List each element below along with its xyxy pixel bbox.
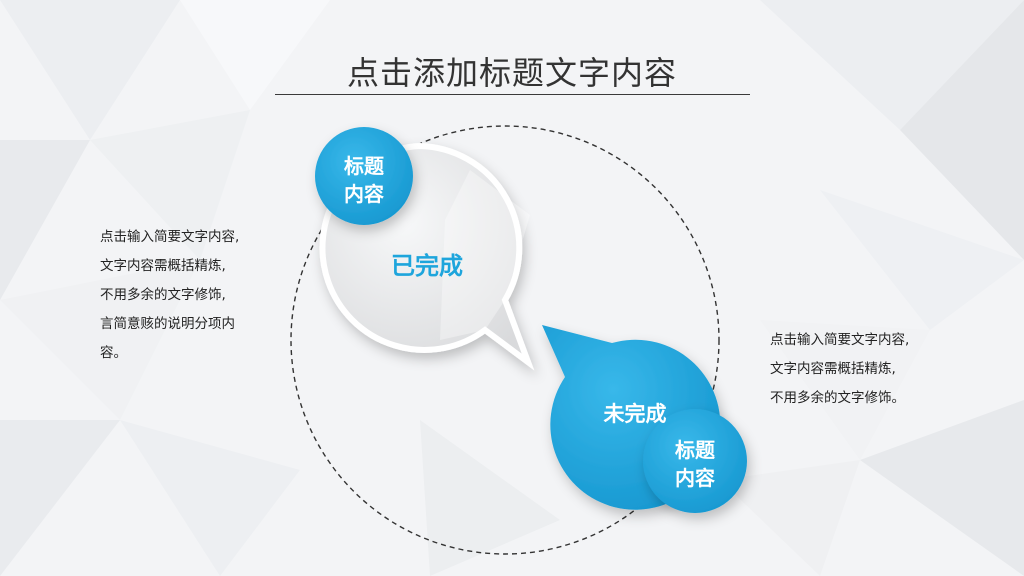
incomplete-label: 未完成 bbox=[603, 402, 667, 426]
right-desc-line: 点击输入简要文字内容, bbox=[770, 332, 910, 348]
right-desc-line: 不用多余的文字修饰。 bbox=[770, 390, 905, 406]
left-desc-line: 不用多余的文字修饰, bbox=[100, 287, 226, 303]
completed-label: 已完成 bbox=[391, 252, 463, 280]
page-title: 点击添加标题文字内容 bbox=[346, 54, 677, 92]
bottom-badge-circle bbox=[643, 409, 747, 513]
top-badge-text: 标题 内容 bbox=[316, 152, 412, 208]
title-underline bbox=[275, 94, 750, 95]
right-description: 点击输入简要文字内容, 文字内容需概括精炼, 不用多余的文字修饰。 bbox=[770, 326, 940, 413]
right-desc-line: 文字内容需概括精炼, bbox=[770, 361, 896, 377]
dashed-cycle-ring bbox=[290, 125, 720, 555]
bottom-badge-line2: 内容 bbox=[675, 466, 715, 490]
top-badge-line1: 标题 bbox=[344, 154, 384, 178]
top-badge-line2: 内容 bbox=[344, 182, 384, 206]
left-desc-line: 点击输入简要文字内容, bbox=[100, 229, 240, 245]
left-description: 点击输入简要文字内容, 文字内容需概括精炼, 不用多余的文字修饰, 言简意赅的说… bbox=[100, 223, 280, 368]
completed-bubble-highlight bbox=[440, 170, 530, 340]
top-badge-circle bbox=[315, 127, 413, 225]
bottom-badge-text: 标题 内容 bbox=[647, 436, 743, 492]
bottom-badge-line1: 标题 bbox=[675, 438, 715, 462]
left-desc-line: 文字内容需概括精炼, bbox=[100, 258, 226, 274]
left-desc-line: 容。 bbox=[100, 345, 127, 361]
left-desc-line: 言简意赅的说明分项内 bbox=[100, 316, 235, 332]
